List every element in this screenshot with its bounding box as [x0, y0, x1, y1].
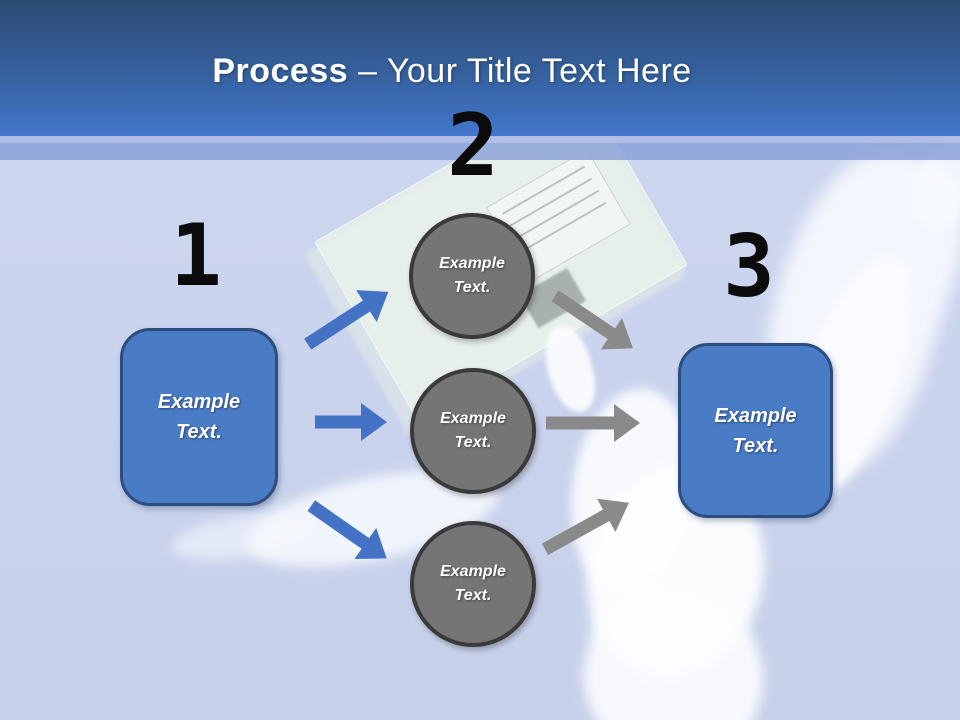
process-circle-1: Example Text.: [409, 213, 535, 339]
divider-band-medium: [0, 143, 960, 160]
slide-header: Process – Your Title Text Here: [0, 0, 960, 136]
process-box-right-label: Example Text.: [714, 404, 797, 457]
arrow-head: [614, 404, 640, 442]
process-box-left-label: Example Text.: [157, 391, 241, 443]
title-regular-text: – Your Title Text Here: [348, 52, 692, 90]
arrow-shaft: [546, 416, 616, 430]
arrow-shaft: [315, 415, 363, 429]
step-number-3: 3: [723, 217, 775, 317]
step-number-2: 2: [447, 96, 499, 196]
process-circle-2-label: Example Text.: [440, 410, 506, 451]
step-number-1: 1: [170, 206, 222, 306]
process-circle-1-label: Example Text.: [439, 255, 505, 296]
slide-title: Process – Your Title Text Here: [0, 52, 960, 91]
process-circle-3-label: Example Text.: [440, 563, 506, 604]
arrow-head: [361, 403, 387, 441]
process-circle-2: Example Text.: [410, 368, 536, 494]
arrow-gray-from-circle-2-icon: [546, 404, 640, 442]
process-box-right: Example Text.: [678, 343, 833, 518]
process-circle-3: Example Text.: [410, 521, 536, 647]
divider-band-light: [0, 136, 960, 143]
process-box-left: Example Text.: [120, 328, 278, 506]
arrow-blue-to-circle-2-icon: [315, 403, 387, 441]
title-bold-text: Process: [212, 52, 349, 90]
